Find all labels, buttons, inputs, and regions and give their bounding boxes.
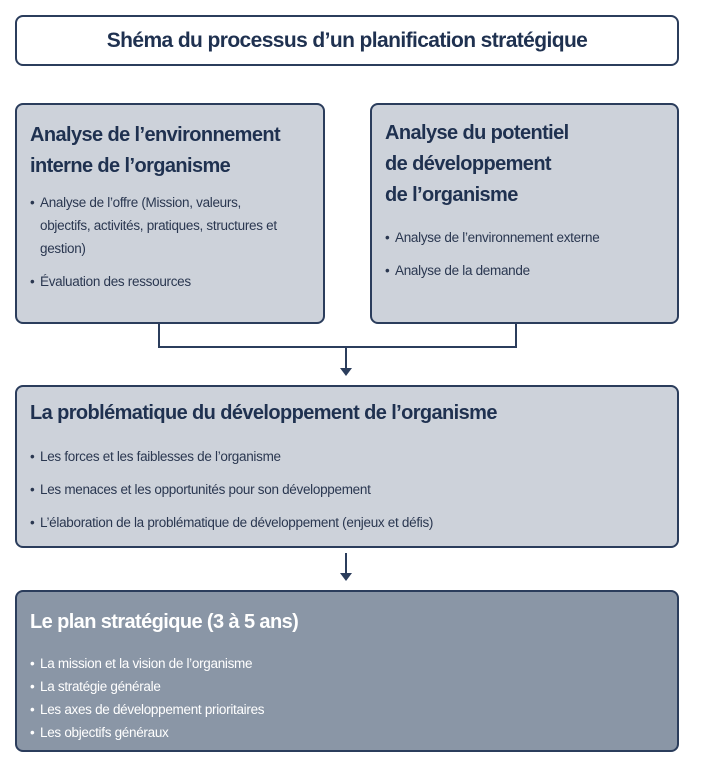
- problematic-list: Les forces et les faiblesses de l’organi…: [30, 445, 670, 544]
- list-item: Les menaces et les opportunités pour son…: [30, 478, 670, 501]
- problematic-box: La problématique du développement de l’o…: [15, 385, 679, 548]
- list-item-line: objectifs, activités, pratiques, structu…: [40, 218, 277, 233]
- diagram-title: Shéma du processus d’un planification st…: [106, 28, 588, 52]
- strategic-plan-list: La mission et la vision de l’organisme L…: [30, 652, 670, 744]
- list-item: La mission et la vision de l’organisme: [30, 652, 670, 675]
- bracket-connector: [158, 324, 517, 348]
- list-item: La stratégie générale: [30, 675, 670, 698]
- heading-line: Analyse de l’environnement: [30, 124, 281, 146]
- list-item-line: Analyse de l’environnement externe: [395, 230, 600, 245]
- heading-line: interne de l’organisme: [30, 155, 231, 177]
- arrow-head-icon: [340, 368, 352, 376]
- list-item: Les axes de développement prioritaires: [30, 698, 670, 721]
- problematic-heading: La problématique du développement de l’o…: [30, 402, 497, 424]
- list-item: Analyse de l’offre (Mission, valeurs, ob…: [30, 191, 320, 260]
- list-item-line: gestion): [40, 241, 86, 256]
- list-item: Évaluation des ressources: [30, 270, 320, 293]
- list-item: Analyse de la demande: [385, 259, 675, 282]
- list-item-line: Analyse de la demande: [395, 263, 530, 278]
- heading-line: de développement: [385, 153, 552, 175]
- potential-analysis-heading: Analyse du potentiel de développement de…: [385, 118, 569, 211]
- heading-line: de l’organisme: [385, 184, 518, 206]
- arrow-head-icon: [340, 573, 352, 581]
- list-item-line: Analyse de l’offre (Mission, valeurs,: [40, 195, 241, 210]
- list-item: Les forces et les faiblesses de l’organi…: [30, 445, 670, 468]
- diagram-title-box: Shéma du processus d’un planification st…: [15, 15, 679, 66]
- internal-analysis-heading: Analyse de l’environnement interne de l’…: [30, 120, 281, 182]
- internal-analysis-list: Analyse de l’offre (Mission, valeurs, ob…: [30, 191, 320, 303]
- list-item: Les objectifs généraux: [30, 721, 670, 744]
- potential-analysis-list: Analyse de l’environnement externe Analy…: [385, 226, 675, 292]
- list-item: L’élaboration de la problématique de dév…: [30, 511, 670, 534]
- strategic-plan-heading: Le plan stratégique (3 à 5 ans): [30, 611, 299, 633]
- potential-analysis-box: Analyse du potentiel de développement de…: [370, 103, 679, 324]
- list-item: Analyse de l’environnement externe: [385, 226, 675, 249]
- internal-analysis-box: Analyse de l’environnement interne de l’…: [15, 103, 325, 324]
- list-item-line: Évaluation des ressources: [40, 274, 191, 289]
- heading-line: Analyse du potentiel: [385, 122, 569, 144]
- strategic-plan-box: Le plan stratégique (3 à 5 ans) La missi…: [15, 590, 679, 752]
